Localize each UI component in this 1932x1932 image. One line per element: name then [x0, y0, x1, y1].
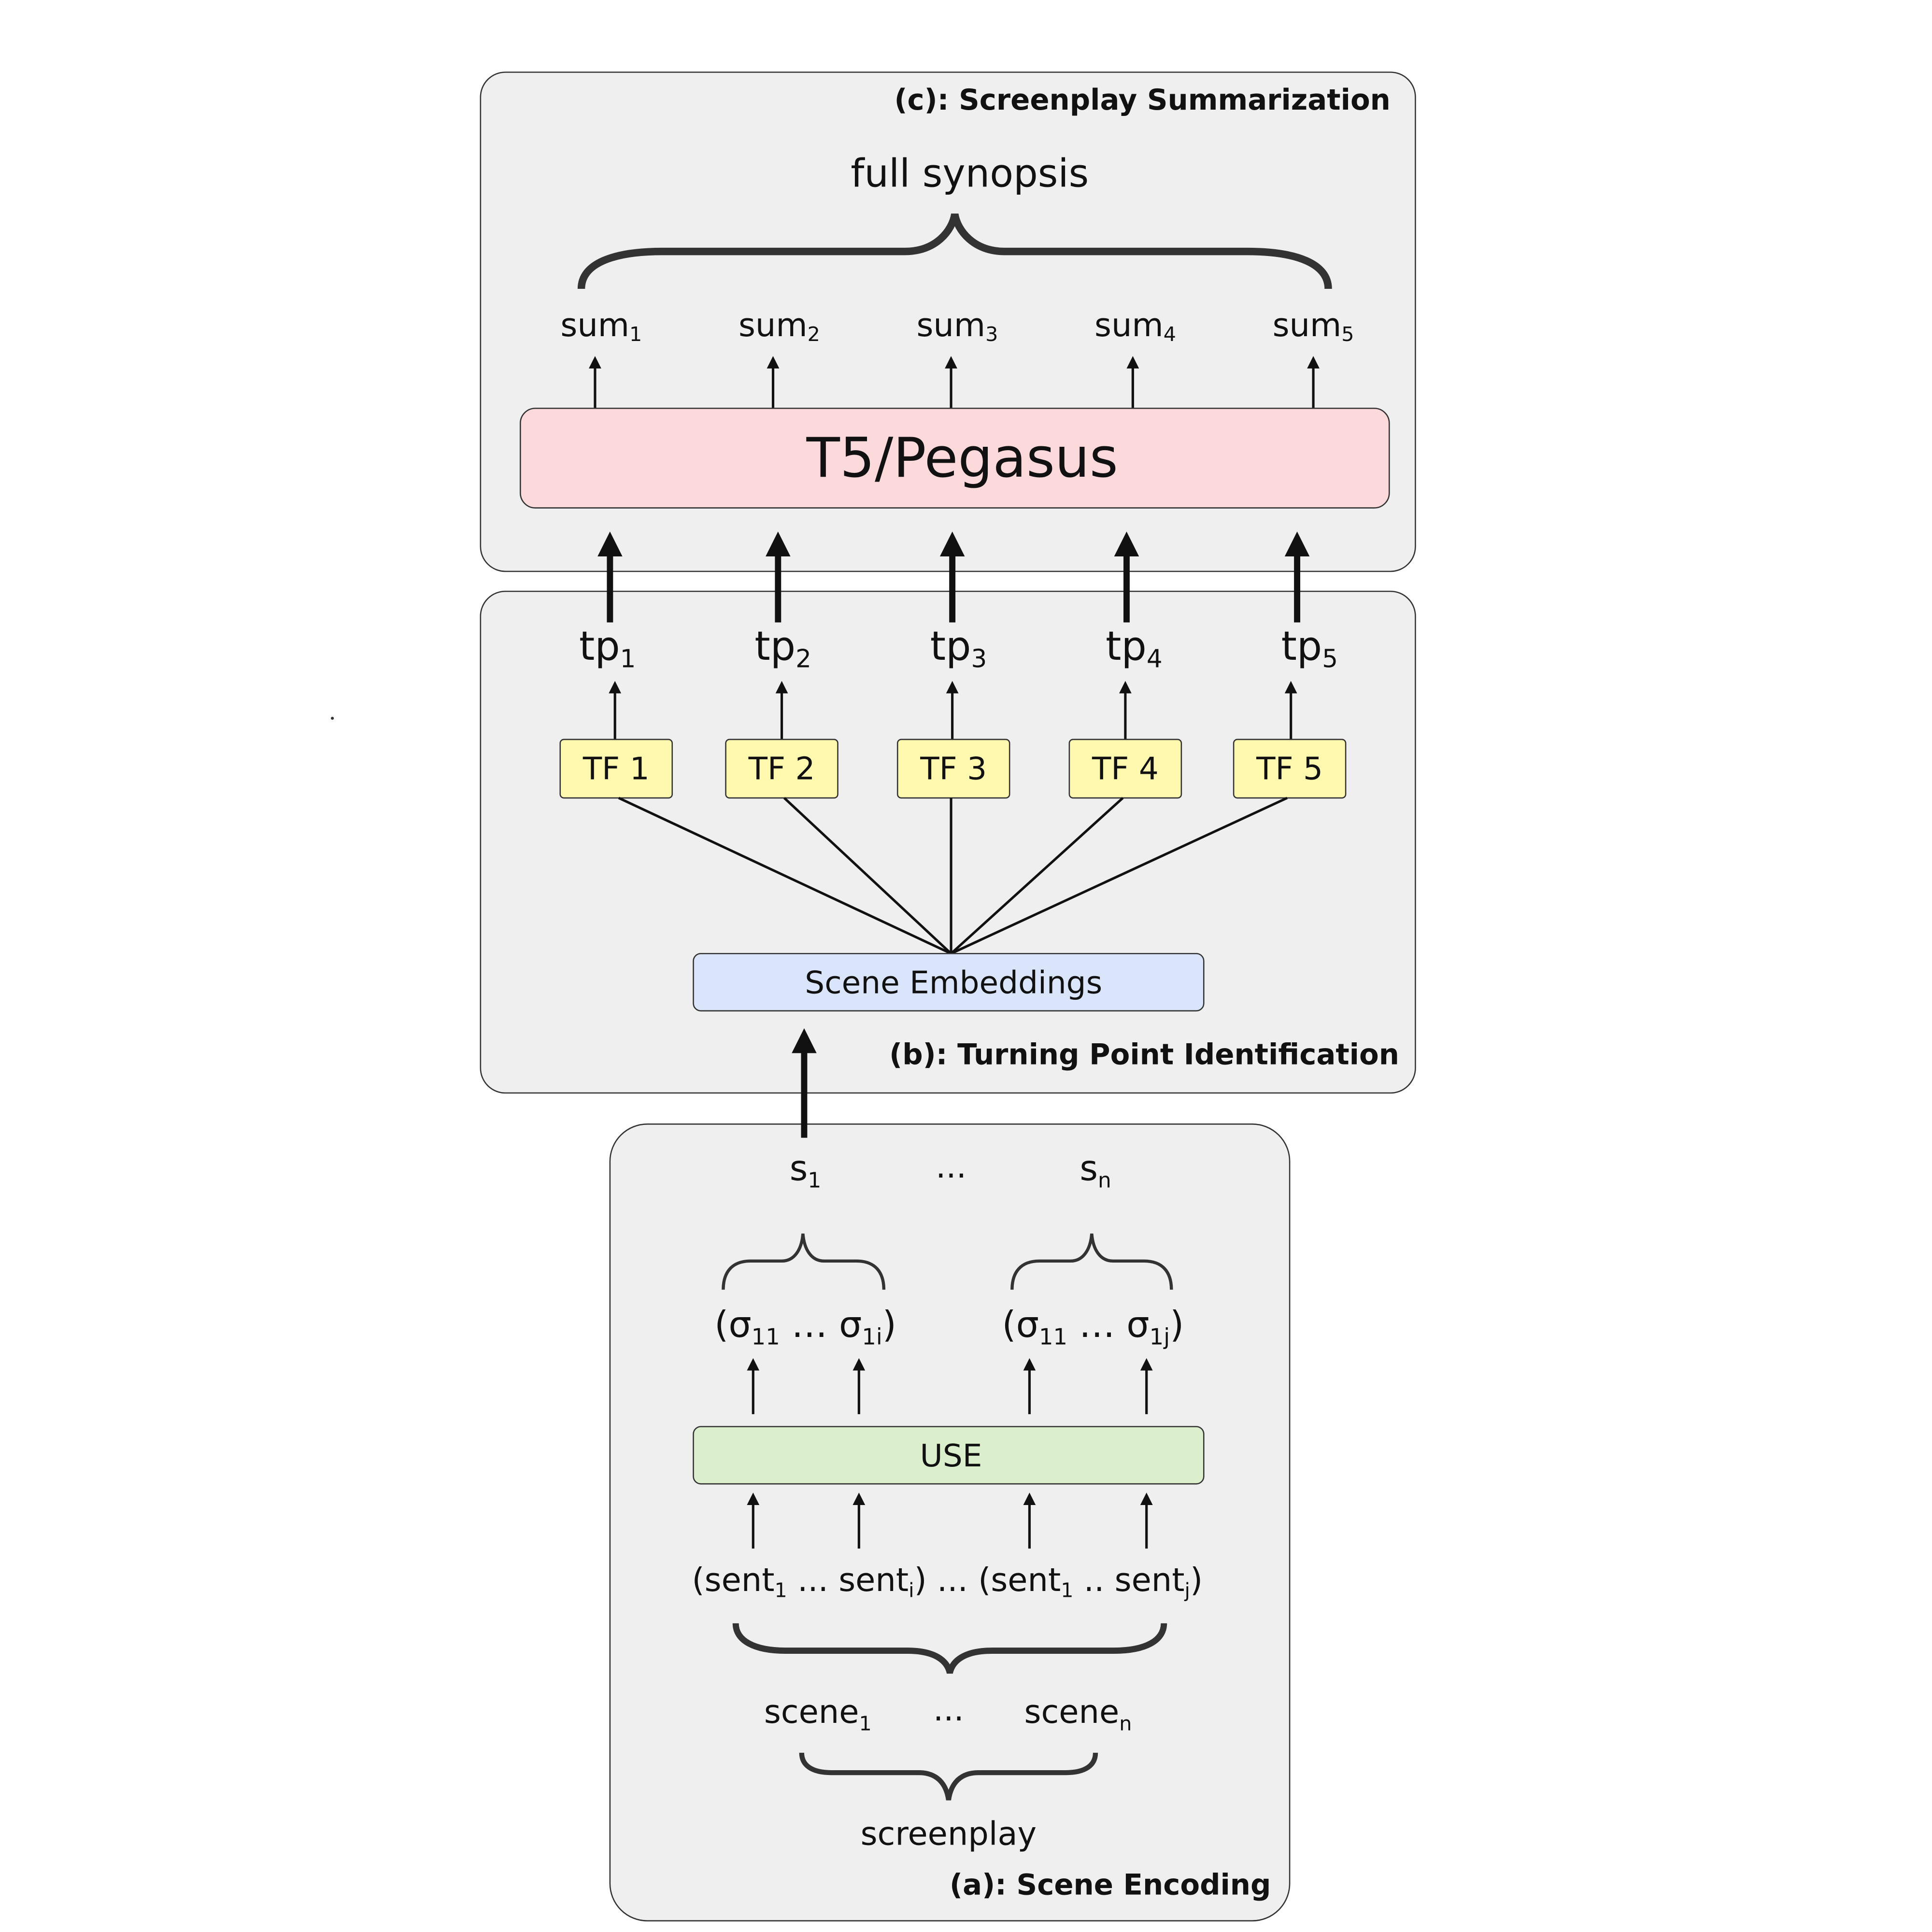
- scene-dots: ...: [933, 1690, 964, 1728]
- tf-label-3: TF 3: [920, 751, 987, 787]
- sigma-brace-1: [722, 1233, 886, 1290]
- panel-turning-point-identification: (b): Turning Point Identification tp1 tp…: [480, 590, 1416, 1094]
- use-box: [693, 1426, 1205, 1485]
- tf-box-3: [896, 739, 1010, 799]
- tp-label-5: tp5: [1281, 623, 1338, 673]
- link-embeddings-tf-4: [950, 797, 1124, 955]
- tp-label-3: tp3: [930, 623, 987, 673]
- screenplay-label: screenplay: [861, 1815, 1037, 1853]
- scene-first: scene1: [764, 1693, 872, 1735]
- scene-vector-first: s1: [790, 1148, 821, 1193]
- synopsis-label: full synopsis: [851, 151, 1089, 196]
- sigma-brace-2: [1010, 1233, 1173, 1290]
- link-embeddings-tf-2: [783, 797, 952, 955]
- panel-a-box: [609, 1123, 1291, 1922]
- scene-vector-last: sn: [1080, 1148, 1111, 1193]
- sum-label-5: sum5: [1273, 306, 1354, 346]
- panel-c-title: (c): Screenplay Summarization: [894, 83, 1390, 116]
- embeddings-label: Scene Embeddings: [805, 965, 1102, 1001]
- sigma-group-1: (σ11 … σ1i): [714, 1304, 896, 1350]
- panel-screenplay-summarization: (c): Screenplay Summarization full synop…: [480, 71, 1416, 572]
- stray-dot: [331, 717, 334, 720]
- panel-b-title: (b): Turning Point Identification: [889, 1038, 1399, 1071]
- tf-label-1: TF 1: [582, 751, 650, 787]
- scene-last: scenen: [1024, 1693, 1132, 1735]
- sum-label-1: sum1: [560, 306, 642, 346]
- screenplay-brace: [799, 1752, 1098, 1801]
- tf-box-5: [1233, 739, 1347, 799]
- sigma-group-2: (σ11 … σ1j): [1002, 1304, 1184, 1350]
- sum-label-4: sum4: [1094, 306, 1176, 346]
- panel-a-title: (a): Scene Encoding: [950, 1868, 1271, 1902]
- scene-vector-dots: ...: [936, 1148, 966, 1185]
- use-label: USE: [920, 1438, 982, 1474]
- tp-label-2: tp2: [754, 623, 811, 673]
- embeddings-box: [693, 952, 1205, 1012]
- link-embeddings-tf-5: [950, 796, 1288, 955]
- tf-box-4: [1068, 739, 1182, 799]
- model-label: T5/Pegasus: [806, 426, 1118, 490]
- model-box: [520, 408, 1390, 509]
- tf-box-1: [559, 739, 673, 799]
- sentences-brace: [732, 1623, 1167, 1674]
- tp-label-1: tp1: [579, 623, 636, 673]
- sum-label-3: sum3: [917, 306, 998, 346]
- sum-label-2: sum2: [739, 306, 820, 346]
- tf-label-2: TF 2: [748, 751, 815, 787]
- sentence-sequence: (sent1 ... senti) ... (sent1 .. sentj): [692, 1561, 1203, 1602]
- panel-scene-encoding: (a): Scene Encoding s1 ... sn (σ11 … σ1i…: [609, 1123, 1291, 1922]
- tf-label-4: TF 4: [1092, 751, 1159, 787]
- tf-label-5: TF 5: [1256, 751, 1323, 787]
- link-embeddings-tf-1: [618, 796, 952, 955]
- tf-box-2: [725, 739, 838, 799]
- tp-label-4: tp4: [1106, 623, 1162, 673]
- synopsis-brace: [577, 213, 1332, 289]
